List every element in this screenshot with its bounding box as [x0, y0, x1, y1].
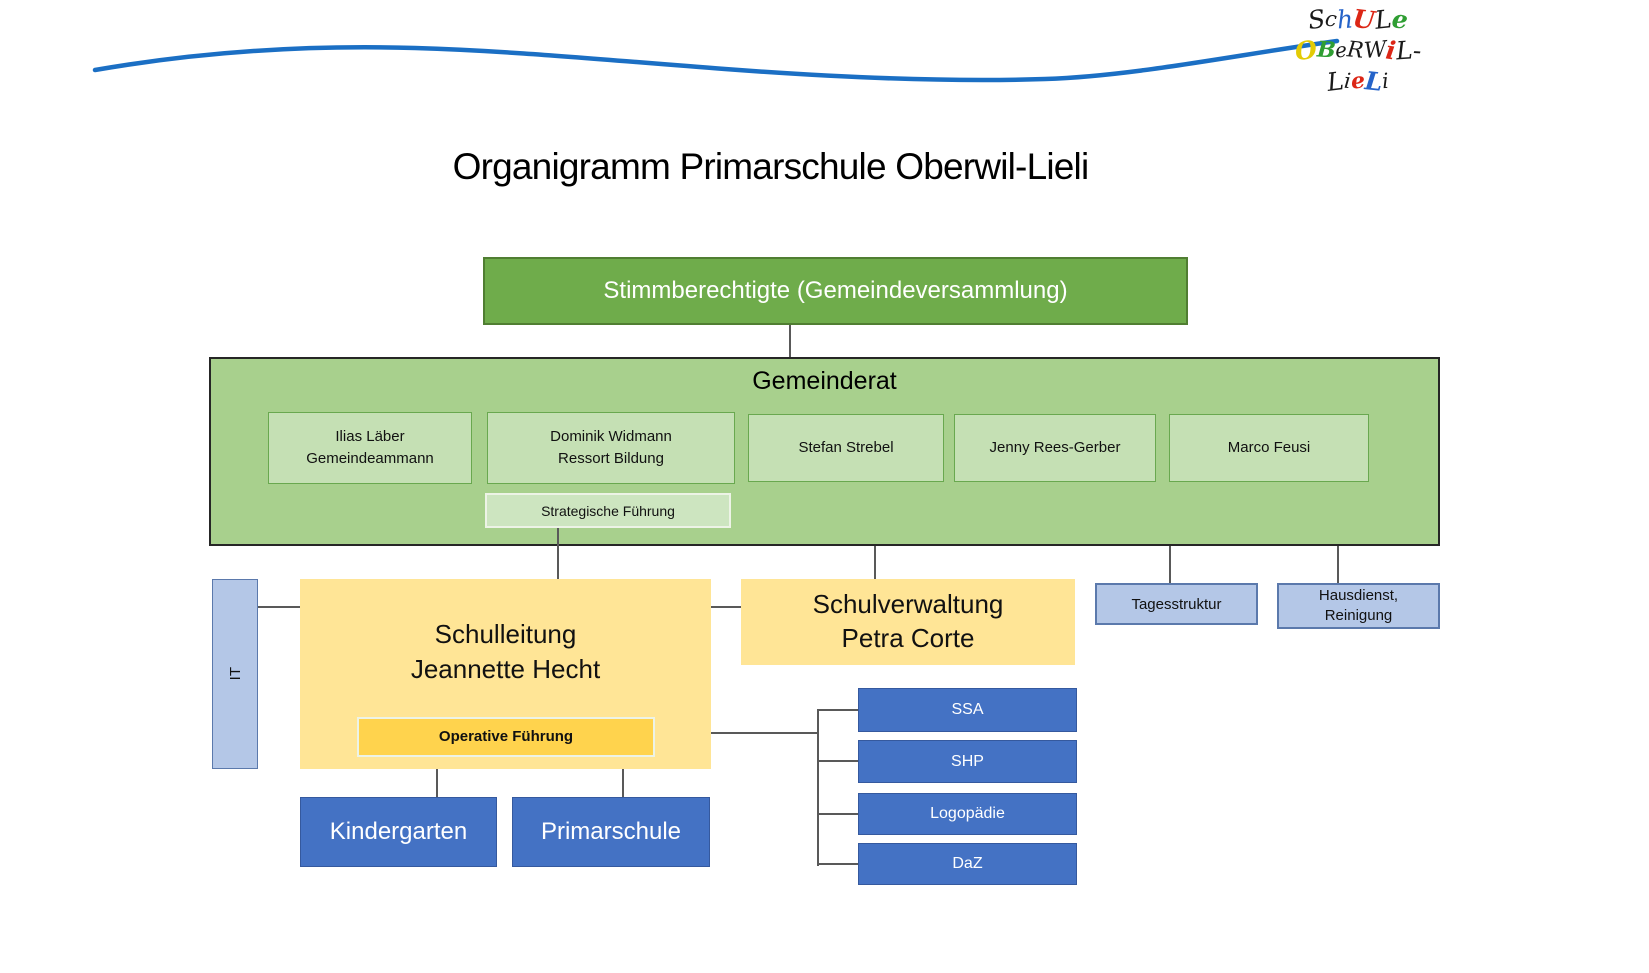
connector-line	[1169, 546, 1171, 583]
logo-letter: e	[1390, 4, 1410, 35]
member-name: Ilias Läber	[335, 428, 405, 446]
connector-line	[874, 546, 876, 579]
node-label: Primarschule	[540, 818, 682, 845]
node-strategische-fuehrung: Strategische Führung	[485, 493, 731, 528]
node-kindergarten: Kindergarten	[300, 797, 497, 867]
member-role: Gemeindeammann	[306, 450, 434, 467]
node-label: Logopädie	[930, 805, 1005, 822]
node-logopaedie: Logopädie	[858, 793, 1077, 835]
logo-letter: -	[1411, 35, 1422, 66]
logo-letter: O	[1293, 34, 1319, 67]
node-ssa: SSA	[858, 688, 1077, 732]
connector-line	[1337, 546, 1339, 583]
member-jenny-rees-gerber: Jenny Rees-Gerber	[954, 414, 1156, 482]
connector-line	[711, 732, 818, 734]
node-schulverwaltung: Schulverwaltung Petra Corte	[741, 579, 1075, 665]
member-role: Ressort Bildung	[558, 450, 664, 467]
connector-line	[818, 709, 859, 711]
node-primarschule: Primarschule	[512, 797, 710, 867]
node-label: SSA	[951, 701, 984, 718]
node-schulleitung: Schulleitung Jeannette Hecht Operative F…	[300, 579, 711, 769]
node-label: DaZ	[952, 855, 983, 872]
member-name: Dominik Widmann	[550, 428, 672, 446]
connector-line	[789, 325, 791, 357]
node-operative-fuehrung: Operative Führung	[357, 717, 655, 757]
connector-line	[818, 813, 859, 815]
connector-line	[818, 760, 859, 762]
member-marco-feusi: Marco Feusi	[1169, 414, 1369, 482]
page-title: Organigramm Primarschule Oberwil-Lieli	[452, 146, 1090, 187]
school-logo: S c h U L e O B e R W i L - L i e L i	[1284, 4, 1432, 97]
node-daz: DaZ	[858, 843, 1077, 885]
connector-line	[557, 528, 559, 579]
node-label: Kindergarten	[329, 818, 468, 845]
connector-line	[817, 709, 819, 866]
wave-path	[92, 38, 1340, 83]
node-label: Reinigung	[1324, 607, 1393, 624]
node-label: Stimmberechtigte (Gemeindeversammlung)	[603, 277, 1068, 304]
gemeinderat-title: Gemeinderat	[752, 367, 897, 395]
logo-line-2: O B e R W i L -	[1284, 35, 1432, 66]
node-label: Operative Führung	[438, 727, 574, 745]
node-label: Tagesstruktur	[1131, 595, 1222, 613]
member-dominik-widmann: Dominik Widmann Ressort Bildung	[487, 412, 735, 484]
member-name: Marco Feusi	[1227, 439, 1311, 457]
decorative-wave	[92, 38, 1340, 83]
node-it: IT	[212, 579, 258, 769]
logo-letter: i	[1381, 68, 1390, 94]
connector-line	[258, 606, 300, 608]
connector-line	[818, 863, 859, 865]
node-shp: SHP	[858, 740, 1077, 783]
node-stimmberechtigte: Stimmberechtigte (Gemeindeversammlung)	[483, 257, 1188, 325]
connector-line	[711, 606, 741, 608]
node-hausdienst-reinigung: Hausdienst, Reinigung	[1277, 583, 1440, 629]
node-label: Strategische Führung	[541, 502, 675, 519]
node-label: IT	[226, 667, 244, 681]
node-label: SHP	[951, 752, 984, 770]
node-gemeinderat: Gemeinderat Ilias Läber Gemeindeammann D…	[209, 357, 1440, 546]
connector-line	[436, 769, 438, 797]
node-tagesstruktur: Tagesstruktur	[1095, 583, 1258, 625]
logo-line-1: S c h U L e	[1284, 4, 1432, 35]
logo-line-3: L i e L i	[1284, 66, 1432, 97]
node-label: Hausdienst,	[1318, 586, 1399, 604]
logo-letter: L	[1394, 35, 1414, 66]
member-name: Jenny Rees-Gerber	[989, 439, 1121, 457]
connector-line	[622, 769, 624, 797]
node-label: Schulleitung	[434, 619, 577, 649]
node-label: Schulverwaltung	[812, 589, 1004, 620]
member-name: Stefan Strebel	[798, 439, 894, 457]
member-ilias-laeber: Ilias Läber Gemeindeammann	[268, 412, 472, 484]
member-stefan-strebel: Stefan Strebel	[748, 414, 944, 482]
node-person: Petra Corte	[841, 623, 975, 653]
node-person: Jeannette Hecht	[410, 654, 601, 685]
